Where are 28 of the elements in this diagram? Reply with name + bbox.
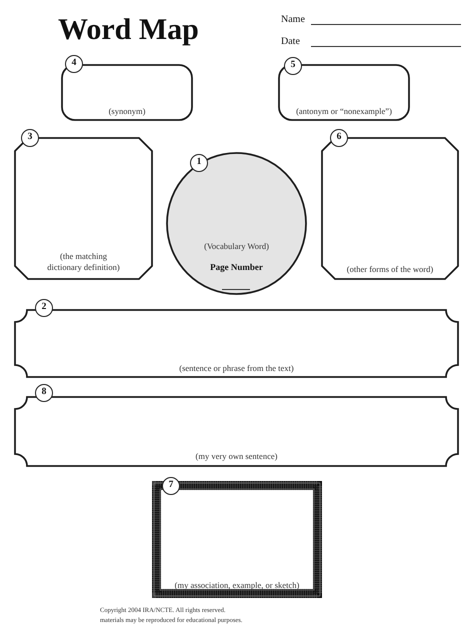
number-badge: 3 [21,129,39,147]
thick-frame-box [152,476,322,598]
number-badge: 7 [162,477,180,495]
hint-text: (sentence or phrase from the text) [179,363,294,374]
hint-text: (antonym or “nonexample”) [296,106,392,117]
rounded-box [278,56,410,121]
rounded-box [61,54,193,121]
field-label: Date [281,36,300,48]
hint-text: (my very own sentence) [196,451,278,462]
number-badge: 8 [35,384,53,402]
hint-text: (my association, example, or sketch) [174,580,300,591]
number-badge: 5 [284,57,302,75]
banner-band [14,383,459,467]
number-badge: 2 [35,299,53,317]
circle-shape [166,152,307,295]
banner-band [14,298,459,378]
number-badge: 6 [330,129,348,147]
field-label: Name [281,14,305,26]
hint-text: (Vocabulary Word) [204,241,269,252]
number-badge: 1 [190,154,208,172]
octagon-box [14,128,153,280]
number-badge: 4 [65,55,83,73]
octagon-box [321,128,459,280]
hint-text: (other forms of the word) [346,264,434,275]
page-number-label: Page Number [210,262,263,273]
hint-text: (the matching dictionary definition) [46,251,121,273]
title: Word Map [58,13,199,47]
hint-text: (synonym) [108,106,146,117]
